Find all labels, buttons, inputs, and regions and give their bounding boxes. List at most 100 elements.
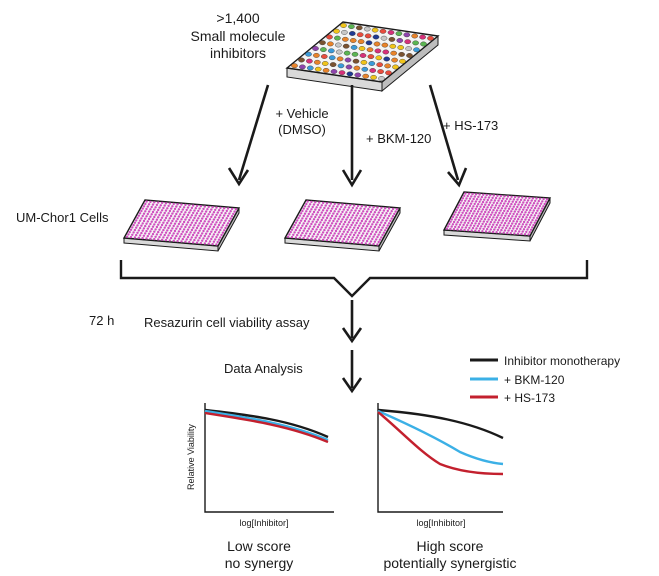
cell-well [486, 220, 489, 223]
cell-well [177, 215, 181, 218]
cell-well [315, 206, 318, 209]
cell-well [394, 210, 397, 213]
cell-well [347, 235, 351, 239]
cell-well [522, 208, 525, 211]
cell-well [185, 216, 188, 219]
cell-well [520, 203, 524, 206]
cell-well [189, 238, 192, 241]
cell-well [532, 209, 535, 212]
cell-well [469, 202, 473, 205]
cell-well [495, 209, 499, 212]
cell-well [368, 242, 371, 245]
cell-well [199, 227, 203, 230]
cell-well [299, 212, 303, 215]
cell-well [302, 236, 305, 240]
cell-well [365, 217, 369, 221]
cell-well [387, 222, 391, 225]
cell-well [157, 223, 160, 226]
cell-well [180, 218, 183, 221]
cell-well [176, 239, 179, 243]
cell-well [509, 217, 513, 220]
cell-well [220, 211, 223, 215]
cell-well [532, 223, 535, 227]
cell-well [350, 231, 353, 234]
cell-well [371, 223, 374, 226]
cell-well [298, 221, 301, 225]
cell-well [153, 230, 156, 233]
cell-well [201, 224, 204, 228]
cell-well [132, 231, 135, 234]
cell-well [347, 213, 351, 217]
cell-well [201, 232, 204, 235]
cell-well [537, 207, 540, 210]
cell-well [524, 196, 527, 199]
cell-well [469, 209, 473, 213]
cell-well [314, 215, 317, 219]
cell-well [131, 226, 134, 229]
cell-well [360, 241, 364, 245]
cell-well [531, 218, 534, 222]
cell-well [324, 211, 327, 215]
cell-well [481, 208, 485, 211]
cell-well [337, 232, 340, 235]
cell-well [207, 227, 210, 231]
cell-well [293, 231, 296, 234]
cell-well [363, 215, 366, 218]
cell-well [211, 228, 214, 231]
cell-well [537, 199, 540, 203]
cell-well [333, 217, 336, 220]
cell-well [466, 202, 469, 205]
cell-well [129, 228, 133, 231]
cell-well [144, 217, 147, 220]
cell-well [332, 205, 335, 208]
cell-well [324, 233, 327, 237]
cell-well [343, 220, 347, 224]
cell-well [365, 225, 369, 228]
cell-well [466, 216, 469, 220]
cell-well [504, 214, 507, 217]
cell-well [536, 216, 539, 220]
cell-well [478, 215, 481, 218]
cell-well [219, 206, 222, 210]
cell-well [519, 220, 522, 223]
cell-well [215, 243, 218, 246]
cell-well [129, 235, 133, 239]
cell-well [302, 214, 305, 218]
plate-well [291, 63, 298, 69]
cell-well [535, 197, 538, 200]
plate-well [327, 41, 334, 47]
cell-well [194, 214, 197, 217]
legend [470, 358, 498, 399]
cell-well [488, 215, 491, 219]
cell-well [506, 217, 509, 220]
cell-well [182, 206, 186, 209]
cell-well [384, 207, 387, 210]
cell-well [346, 223, 349, 226]
cell-well [473, 217, 476, 220]
cell-well [157, 216, 160, 219]
cell-well [154, 220, 157, 224]
cell-well [153, 208, 156, 211]
cell-well [509, 232, 512, 235]
cell-well [320, 226, 323, 229]
plate-well [354, 72, 362, 78]
cell-well [519, 213, 522, 216]
cell-well [212, 233, 216, 236]
cell-well [515, 227, 519, 230]
cell-well [477, 195, 480, 199]
cell-well [496, 221, 500, 224]
cell-well [158, 221, 161, 224]
cell-well [380, 221, 383, 224]
cell-well [319, 206, 322, 209]
cell-well [502, 224, 506, 227]
cell-well [536, 209, 539, 212]
cell-well [360, 219, 364, 223]
cell-well [479, 198, 482, 201]
right-caption-line1: High score [416, 538, 484, 554]
plate-well [313, 59, 321, 65]
cell-well [195, 219, 199, 222]
cell-well [221, 216, 225, 220]
cell-well [328, 204, 331, 208]
curve-monotherapy [377, 408, 504, 440]
cell-well [519, 198, 523, 202]
